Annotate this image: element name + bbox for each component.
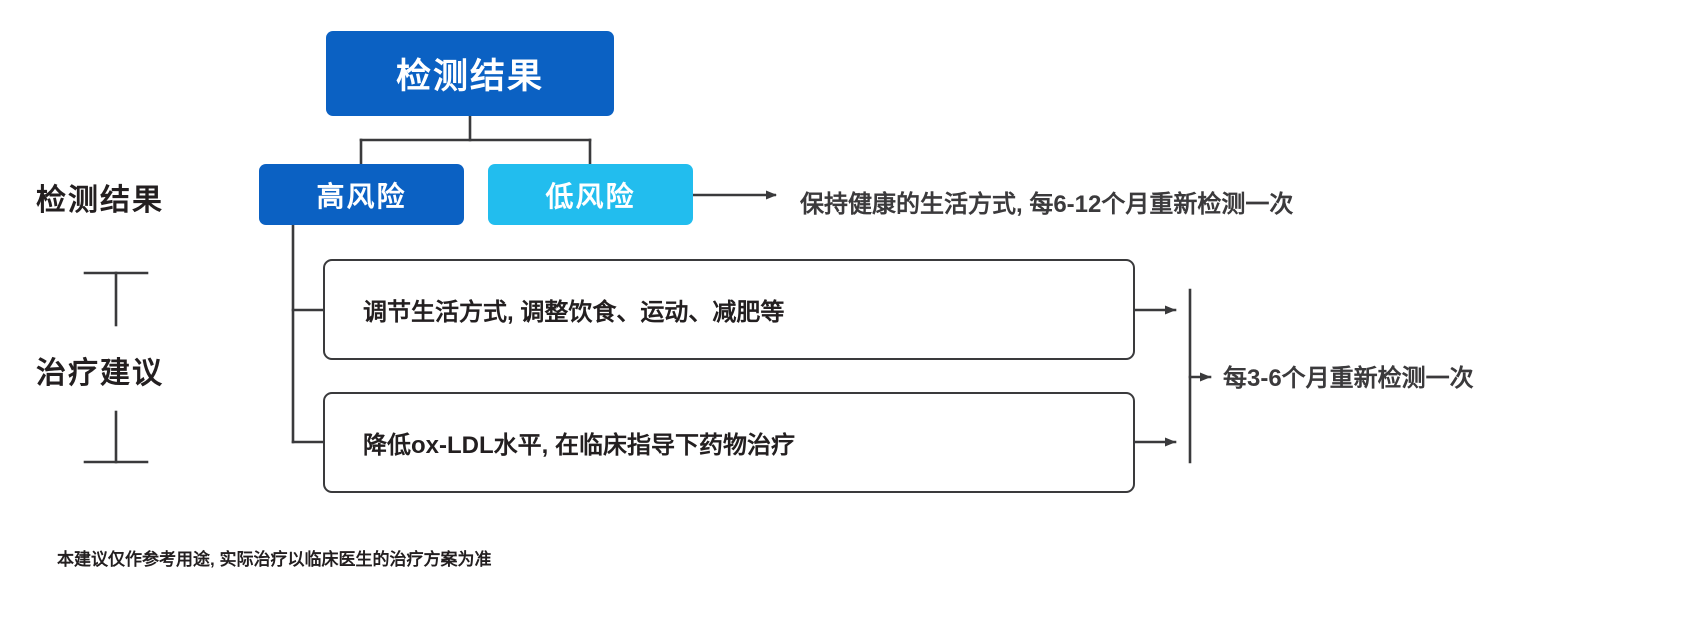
side-bracket-results [83,271,149,327]
node-advice-lifestyle-label: 调节生活方式, 调整饮食、运动、减肥等 [363,299,785,326]
footer-disclaimer: 本建议仅作参考用途, 实际治疗以临床医生的治疗方案为准 [57,550,492,569]
side-bracket-treatment [83,410,149,464]
node-advice-medication[interactable]: 降低ox-LDL水平, 在临床指导下药物治疗 [323,392,1135,493]
node-advice-medication-label: 降低ox-LDL水平, 在临床指导下药物治疗 [363,432,795,459]
text-merge-action: 每3-6个月重新检测一次 [1223,365,1474,392]
connector-highrisk-advice [291,223,325,444]
node-high-risk[interactable]: 高风险 [259,164,464,225]
node-low-risk[interactable]: 低风险 [488,164,693,225]
connector-advice-merge [1133,288,1212,464]
side-label-test-results: 检测结果 [36,184,164,217]
node-high-risk-label: 高风险 [316,180,407,212]
side-label-treatment-advice: 治疗建议 [36,357,164,390]
text-low-risk-action: 保持健康的生活方式, 每6-12个月重新检测一次 [800,191,1294,218]
node-test-result-root[interactable]: 检测结果 [326,31,614,116]
node-advice-lifestyle[interactable]: 调节生活方式, 调整饮食、运动、减肥等 [323,259,1135,360]
node-low-risk-label: 低风险 [545,180,636,212]
node-test-result-root-label: 检测结果 [395,57,544,96]
connector-root-split [359,114,592,166]
